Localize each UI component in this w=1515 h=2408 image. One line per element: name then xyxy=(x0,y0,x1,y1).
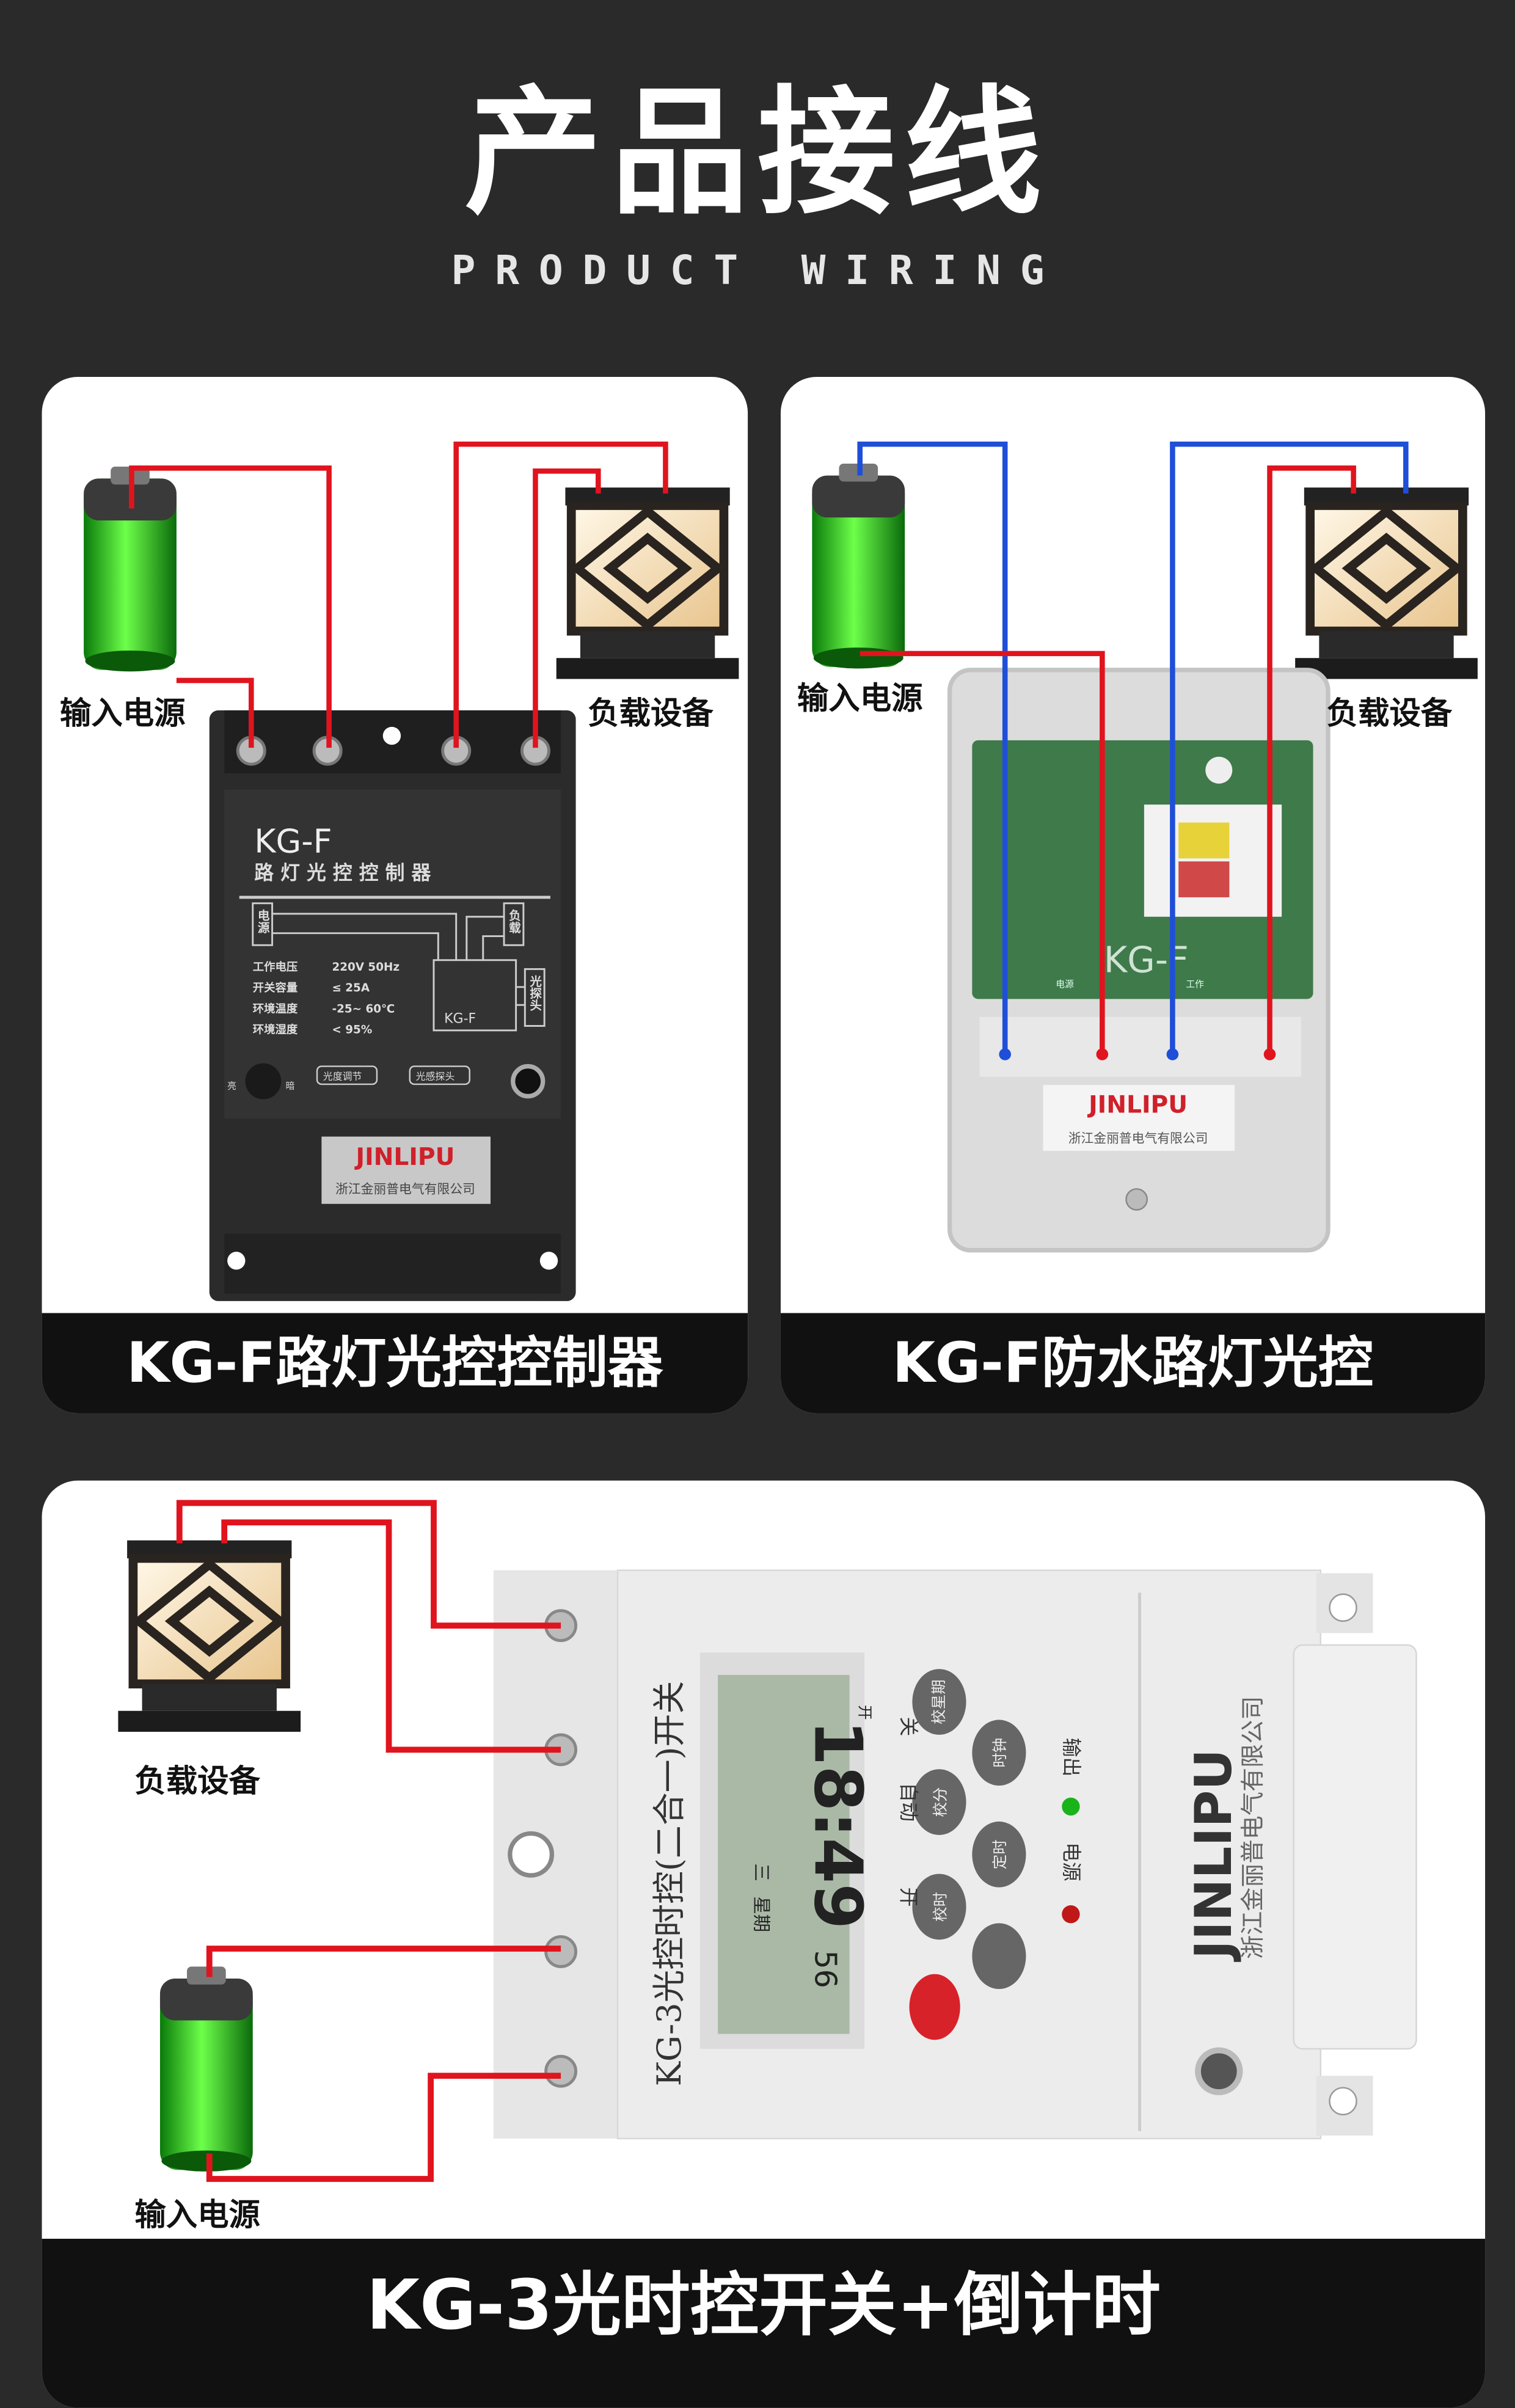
page-subtitle: PRODUCT WIRING xyxy=(451,248,1064,295)
street-lamp-icon xyxy=(557,487,739,679)
output-led xyxy=(1062,1797,1080,1816)
lcd-seconds: 56 xyxy=(808,1950,842,1988)
mode-auto-label: 自动 xyxy=(897,1782,920,1822)
page-title: 产品接线 xyxy=(464,73,1051,233)
brand-logo: JINLIPU xyxy=(1184,1749,1243,1962)
wires-card2 xyxy=(857,441,1409,1054)
device-name: 路 灯 光 控 控 制 器 xyxy=(254,861,431,885)
brand-logo: JINLIPU xyxy=(354,1144,455,1171)
device-name: KG-3光控时控(二合一)开关 xyxy=(650,1681,688,2087)
knob-bright-label: 亮 xyxy=(227,1081,236,1091)
wires-card1 xyxy=(129,441,668,748)
lcd-state: 开 xyxy=(856,1705,874,1720)
diagram-model: KG-F xyxy=(444,1012,476,1027)
brand-logo: JINLIPU xyxy=(1087,1091,1188,1118)
street-lamp-icon xyxy=(118,1541,301,1732)
button-set-hour[interactable]: 校时 xyxy=(912,1873,966,1940)
led-power-label: 电源 xyxy=(1060,1842,1083,1881)
street-lamp-icon xyxy=(1295,487,1478,679)
spec-key: 环境温度 xyxy=(253,1002,298,1015)
page: 产品接线 PRODUCT WIRING KG-F路灯光控控制器 KG-F防水路灯… xyxy=(42,73,1515,2408)
button-set-minute[interactable]: 校分 xyxy=(912,1769,966,1835)
light-adjust-knob[interactable] xyxy=(245,1063,282,1100)
load-device-label: 负载设备 xyxy=(1327,695,1453,732)
button-timer[interactable]: 定时 xyxy=(972,1821,1026,1888)
card-caption: KG-F防水路灯光控 xyxy=(780,1313,1486,1414)
lcd-week-label: 星期 xyxy=(751,1896,772,1932)
probe-label: 光感探头 xyxy=(416,1071,455,1082)
wiring-illustration: KG-F 路 灯 光 控 控 制 器 工作电压 220V 50Hz 开关容量 ≤… xyxy=(60,441,1515,2233)
input-power-label: 输入电源 xyxy=(60,695,186,732)
card-caption: KG-F路灯光控控制器 xyxy=(42,1313,748,1414)
spec-value: < 95% xyxy=(332,1024,373,1037)
input-power-label: 输入电源 xyxy=(134,2197,260,2233)
button-label: 定时 xyxy=(991,1839,1009,1869)
lcd-time: 18:49 xyxy=(799,1720,875,1929)
button-manual[interactable] xyxy=(909,1974,960,2040)
pcb-work-label: 工作 xyxy=(1186,979,1204,990)
adjust-label: 光度调节 xyxy=(323,1071,362,1082)
light-sensor xyxy=(511,1064,546,1099)
wires-card3 xyxy=(176,1500,561,2182)
button-label: 校分 xyxy=(931,1787,949,1817)
spec-value: 220V 50Hz xyxy=(332,961,400,974)
spec-value: -25~ 60℃ xyxy=(332,1002,395,1015)
light-sensor xyxy=(1195,2047,1243,2095)
button-set-week[interactable]: 校星期 xyxy=(912,1669,966,1735)
company-name: 浙江金丽普电气有限公司 xyxy=(335,1182,475,1197)
card-caption-text: KG-3光时控开关+倒计时 xyxy=(366,2264,1161,2345)
button-label: 时钟 xyxy=(991,1738,1009,1768)
button-label: 校时 xyxy=(931,1892,949,1922)
company-name: 浙江金丽普电气有限公司 xyxy=(1068,1131,1208,1145)
button-cancel[interactable] xyxy=(972,1923,1026,1990)
led-output-label: 输出 xyxy=(1060,1738,1083,1777)
kgf-waterproof-device: KG-F 电源 工作 JINLIPU 浙江金丽普电气有限公司 xyxy=(947,668,1331,1253)
load-device-label: 负载设备 xyxy=(588,695,714,732)
button-clock[interactable]: 时钟 xyxy=(972,1720,1026,1786)
terminal-power-label: 电源 xyxy=(255,909,269,934)
spec-value: ≤ 25A xyxy=(332,982,370,994)
battery-icon xyxy=(812,463,905,669)
terminal-load-label: 负载 xyxy=(506,909,520,934)
pcb-power-label: 电源 xyxy=(1056,979,1074,990)
battery-icon xyxy=(159,1966,253,2172)
input-power-label: 输入电源 xyxy=(797,680,923,717)
mode-on-label: 开 xyxy=(897,1888,920,1907)
kg3-device: KG-3光控时控(二合一)开关 18:49 56 星期 三 开 校星期 时钟 校… xyxy=(493,1569,1417,2140)
spec-key: 环境湿度 xyxy=(253,1023,298,1037)
button-label: 校星期 xyxy=(930,1679,947,1724)
kgf-device: KG-F 路 灯 光 控 控 制 器 工作电压 220V 50Hz 开关容量 ≤… xyxy=(209,710,576,1301)
spec-key: 工作电压 xyxy=(253,960,298,974)
power-led xyxy=(1062,1905,1080,1924)
device-model: KG-F xyxy=(254,822,332,860)
sensor-label: 光探头 xyxy=(528,974,542,1011)
lcd-weekday: 三 xyxy=(751,1863,772,1881)
mode-off-label: 关 xyxy=(897,1717,920,1737)
load-device-label: 负载设备 xyxy=(134,1763,260,1800)
knob-dark-label: 暗 xyxy=(286,1081,295,1091)
spec-key: 开关容量 xyxy=(253,981,298,994)
pcb-mark: KG-F xyxy=(1104,938,1189,980)
company-name: 浙江金丽普电气有限公司 xyxy=(1239,1696,1267,1959)
